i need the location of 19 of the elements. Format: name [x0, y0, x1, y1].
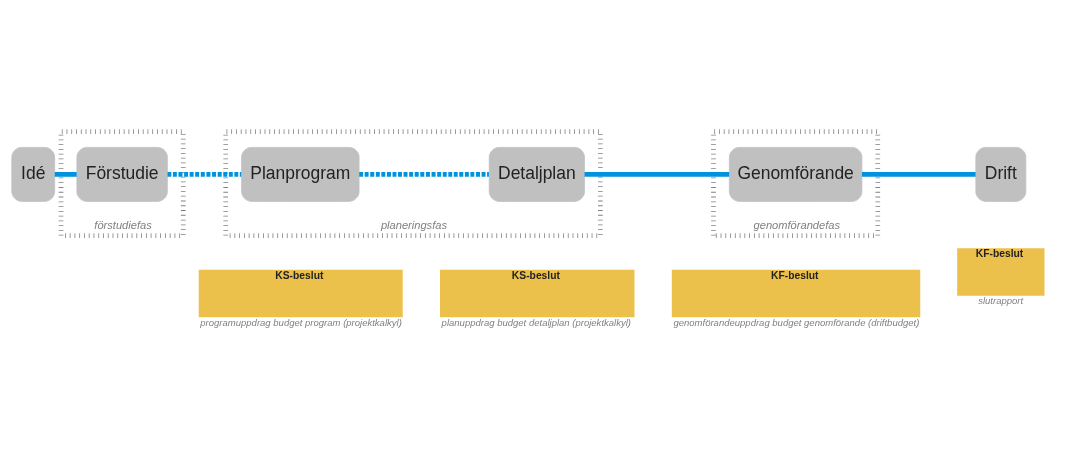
node-box: Genomförande [728, 146, 863, 202]
node-box: Förstudie [76, 146, 168, 202]
connector [584, 171, 730, 177]
connector [861, 171, 976, 177]
node-box: KS-beslut [440, 269, 635, 317]
node-label: slutrapport [978, 294, 1024, 306]
node-box: Detaljplan [488, 146, 585, 202]
node-label: planuppdrag budget detaljplan (projektkalkyl) [441, 316, 632, 328]
connector [54, 171, 77, 177]
node-box: KF-beslut [957, 247, 1045, 296]
connector [359, 171, 489, 177]
node-label: genomförandeuppdrag budget genomförande (driftbudget) [673, 316, 920, 328]
node-box: Idé [11, 146, 56, 202]
node-box: KS-beslut [198, 269, 403, 317]
node-box: Drift [975, 146, 1027, 202]
node-label: programuppdrag budget program (projektkalkyl) [200, 316, 402, 328]
node-box: KF-beslut [671, 269, 921, 317]
node-box: Planprogram [241, 146, 360, 202]
connector [167, 171, 242, 177]
